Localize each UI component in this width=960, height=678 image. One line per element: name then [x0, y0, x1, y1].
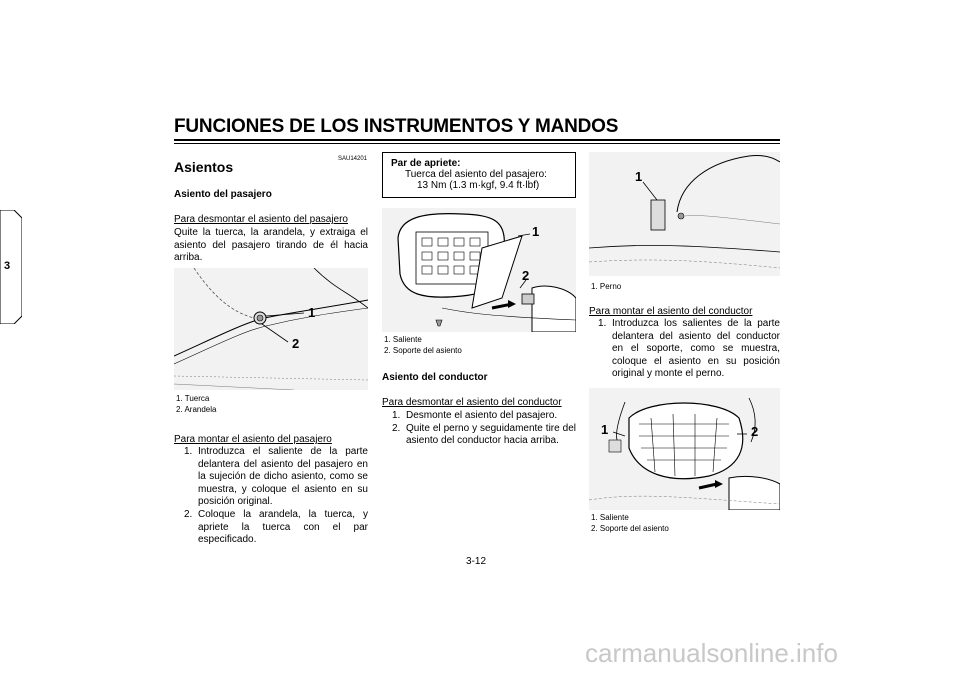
caption-list: 1. Tuerca 2. Arandela — [176, 393, 216, 415]
chapter-side-tab — [0, 210, 22, 324]
caption-item: 2. Soporte del asiento — [591, 524, 669, 533]
figure-callout-2: 2 — [751, 424, 759, 439]
install-rider-title: Para montar el asiento del conductor — [589, 306, 753, 317]
step-number: 1. — [392, 410, 401, 421]
list-item: 1. Introduzca el saliente de la parte de… — [184, 446, 368, 509]
remove-rider-title: Para desmontar el asiento del conductor — [382, 397, 562, 408]
torque-line-2: 13 Nm (1.3 m·kgf, 9.4 ft·lbf) — [417, 180, 540, 191]
caption-list: 1. Saliente 2. Soporte del asiento — [591, 512, 669, 534]
rider-bracket-illustration — [589, 388, 780, 510]
step-text: Introduzca los salientes de la parte del… — [612, 318, 780, 380]
caption-item: 1. Saliente — [591, 513, 629, 522]
step-text: Introduzca el saliente de la parte delan… — [198, 446, 368, 508]
passenger-seat-bracket-figure: 1 2 — [382, 208, 576, 332]
remove-rider-steps: 1. Desmonte el asiento del pasajero. 2. … — [392, 410, 576, 448]
header-rule — [174, 139, 780, 141]
caption-item: 2. Arandela — [176, 405, 217, 414]
caption-item: 1. Perno — [591, 282, 622, 291]
passenger-seat-heading: Asiento del pasajero — [174, 189, 272, 200]
list-item: 1. Introduzca los salientes de la parte … — [598, 318, 780, 381]
watermark: carmanualsonline.info — [585, 638, 838, 668]
page-number: 3-12 — [466, 556, 487, 567]
figure-callout-1: 1 — [532, 224, 540, 239]
section-heading: Asientos — [174, 159, 234, 175]
step-text: Desmonte el asiento del pasajero. — [406, 410, 558, 421]
figure-callout-1: 1 — [601, 422, 609, 437]
rider-seat-bracket-figure: 1 2 — [589, 388, 780, 510]
rider-seat-bolt-figure: 1 — [589, 152, 780, 276]
passenger-seat-nut-figure: 1 2 — [174, 268, 368, 390]
install-rider-steps: 1. Introduzca los salientes de la parte … — [598, 318, 780, 381]
caption-list: 1. Saliente 2. Soporte del asiento — [384, 334, 462, 356]
torque-spec-box: Par de apriete: Tuerca del asiento del p… — [382, 152, 576, 198]
chapter-number: 3 — [4, 260, 11, 272]
step-text: Quite el perno y seguidamente tire del a… — [406, 422, 576, 447]
caption-item: 1. Tuerca — [176, 394, 210, 403]
step-number: 1. — [598, 318, 607, 329]
figure-callout-1: 1 — [635, 169, 643, 184]
step-number: 2. — [392, 422, 401, 434]
torque-title: Par de apriete: — [391, 158, 461, 169]
caption-item: 1. Saliente — [384, 335, 422, 344]
figure-callout-2: 2 — [522, 268, 530, 283]
install-passenger-steps: 1. Introduzca el saliente de la parte de… — [184, 446, 368, 547]
figure-callout-1: 1 — [308, 305, 316, 320]
install-passenger-title: Para montar el asiento del pasajero — [174, 434, 332, 445]
remove-passenger-title: Para desmontar el asiento del pasajero — [174, 214, 348, 225]
bolt-illustration — [589, 152, 780, 276]
step-number: 2. — [184, 508, 193, 520]
nut-illustration — [174, 268, 368, 390]
bracket-illustration — [382, 208, 576, 332]
step-text: Coloque la arandela, la tuerca, y apriet… — [198, 508, 368, 546]
list-item: 2. Coloque la arandela, la tuerca, y apr… — [184, 509, 368, 547]
section-code: SAU14201 — [338, 156, 368, 162]
page-title: FUNCIONES DE LOS INSTRUMENTOS Y MANDOS — [174, 116, 619, 137]
figure-callout-2: 2 — [292, 336, 300, 351]
rider-seat-heading: Asiento del conductor — [382, 372, 488, 383]
list-item: 2. Quite el perno y seguidamente tire de… — [392, 423, 576, 448]
torque-line-1: Tuerca del asiento del pasajero: — [405, 169, 547, 180]
remove-passenger-text: Quite la tuerca, la arandela, y extraiga… — [174, 227, 368, 264]
list-item: 1. Desmonte el asiento del pasajero. — [392, 410, 576, 423]
step-number: 1. — [184, 446, 193, 457]
caption-item: 2. Soporte del asiento — [384, 346, 462, 355]
header-rule-thin — [174, 143, 780, 144]
